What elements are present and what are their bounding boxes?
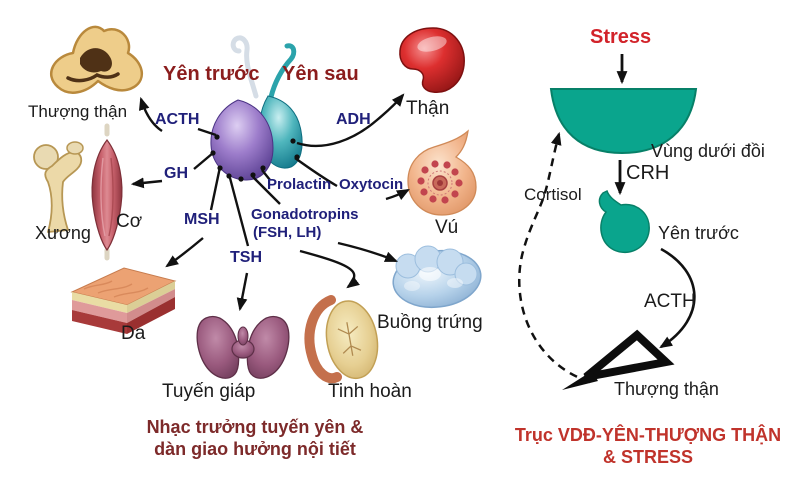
pituitary-illustration: [210, 35, 303, 182]
thyroid-illustration: [196, 316, 290, 379]
hormone-prolactin-label: Prolactin: [267, 176, 332, 193]
acth-right-label: ACTH: [644, 291, 696, 312]
adrenal-gland-illustration: [50, 25, 144, 94]
hormone-gonadotropins-label: Gonadotropins: [251, 206, 359, 223]
breast-illustration: [407, 129, 477, 216]
hormone-gonadotropins-sub-label: (FSH, LH): [253, 224, 322, 241]
muscle-illustration: [91, 123, 123, 261]
msh-arrow: [165, 237, 204, 268]
muscle-label: Cơ: [116, 211, 143, 232]
stress-axis-diagram: [517, 54, 698, 390]
crh-label: CRH: [626, 162, 670, 184]
cortisol-feedback-arrow: [517, 131, 591, 384]
kidney-label: Thận: [406, 98, 450, 119]
left-caption: Nhạc trưởng tuyến yên & dàn giao hưởng n…: [100, 416, 410, 460]
anterior-pituitary-shape: [598, 189, 650, 254]
acth-feedforward-arrow: [659, 247, 696, 349]
hypothalamus-label: Vùng dưới đồi: [651, 141, 765, 161]
msh-leader-line: [209, 166, 222, 211]
gonadotropins-leader-line: [252, 176, 281, 205]
adrenal-label: Thượng thận: [28, 102, 128, 121]
adrenal-triangle-tail: [562, 371, 598, 390]
adh-arrow: [296, 93, 405, 148]
tsh-arrow: [236, 272, 249, 312]
acth-arrow: [138, 96, 163, 133]
anterior-pituitary-right-label: Yên trước: [658, 223, 739, 243]
breast-arrow: [385, 188, 410, 201]
gh-arrow: [130, 177, 163, 189]
adrenal-triangle-icon: [583, 329, 675, 381]
posterior-pituitary-label: Yên sau: [282, 63, 359, 85]
kidney-illustration: [399, 27, 465, 93]
hormone-msh-label: MSH: [184, 211, 220, 228]
cortisol-label: Cortisol: [524, 185, 582, 204]
oxytocin-leader-line: [294, 157, 338, 188]
right-caption-line2: & STRESS: [602, 447, 694, 467]
right-caption: Trục VDĐ-YÊN-THƯỢNG THẬN & STRESS: [492, 424, 800, 468]
adrenal-right-label: Thượng thận: [614, 379, 719, 399]
thyroid-label: Tuyến giáp: [162, 381, 256, 402]
ovary-label: Buồng trứng: [377, 312, 483, 333]
acth-leader-line: [197, 127, 217, 137]
hormone-oxytocin-label: Oxytocin: [339, 176, 404, 193]
anterior-pituitary-label: Yên trước: [163, 63, 260, 85]
testis-label: Tinh hoàn: [328, 381, 412, 402]
gonadotropins-testis-arrow: [299, 249, 360, 289]
hormone-acth-label: ACTH: [155, 111, 200, 128]
ovary-illustration: [392, 245, 482, 309]
bone-illustration: [33, 141, 84, 233]
prolactin-leader-line: [261, 169, 271, 181]
left-caption-line2: dàn giao hưởng nội tiết: [154, 439, 356, 459]
tsh-leader-line: [228, 177, 250, 247]
hormone-arrows: [130, 93, 410, 312]
skin-illustration: [70, 267, 177, 334]
bone-label: Xương: [35, 223, 91, 243]
breast-label: Vú: [435, 217, 459, 238]
right-caption-line1: Trục VDĐ-YÊN-THƯỢNG THẬN: [514, 425, 782, 445]
gh-leader-line: [193, 152, 214, 170]
hypothalamus-shape: [549, 88, 698, 155]
gonadotropins-ovary-arrow: [337, 241, 399, 263]
hormone-gh-label: GH: [164, 165, 188, 182]
skin-label: Da: [121, 323, 146, 344]
hormone-adh-label: ADH: [336, 111, 371, 128]
hormone-tsh-label: TSH: [230, 249, 262, 266]
testis-illustration: [304, 295, 379, 384]
stress-label: Stress: [590, 26, 652, 48]
left-caption-line1: Nhạc trưởng tuyến yên &: [146, 417, 364, 437]
